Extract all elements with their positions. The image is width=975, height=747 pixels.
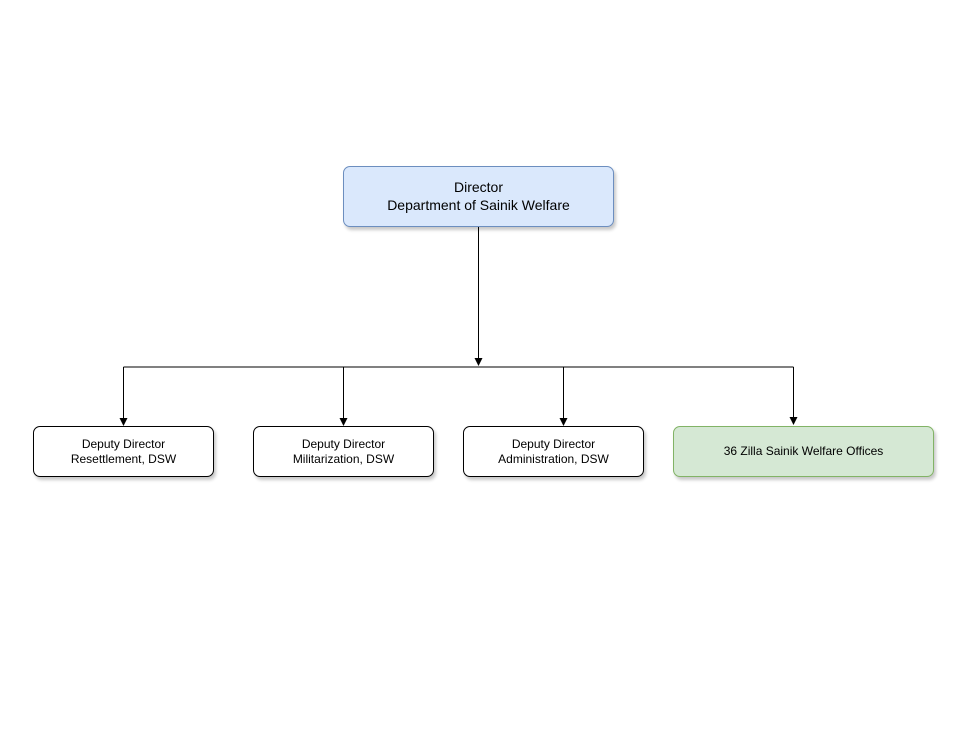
node-subtitle: Resettlement, DSW — [70, 451, 177, 466]
node-subtitle: Militarization, DSW — [292, 451, 395, 466]
zilla-sainik-welfare-offices-node[interactable]: 36 Zilla Sainik Welfare Offices — [673, 426, 934, 477]
node-title: Deputy Director — [81, 436, 166, 451]
node-title: Deputy Director — [511, 436, 596, 451]
director-department: Department of Sainik Welfare — [387, 196, 570, 213]
node-subtitle: Administration, DSW — [498, 451, 609, 466]
deputy-director-militarization-node[interactable]: Deputy Director Militarization, DSW — [253, 426, 434, 477]
deputy-director-administration-node[interactable]: Deputy Director Administration, DSW — [463, 426, 644, 477]
node-title: 36 Zilla Sainik Welfare Offices — [723, 444, 884, 459]
director-node[interactable]: Director Department of Sainik Welfare — [343, 166, 614, 227]
deputy-director-resettlement-node[interactable]: Deputy Director Resettlement, DSW — [33, 426, 214, 477]
director-title: Director — [453, 179, 503, 195]
node-title: Deputy Director — [301, 436, 386, 451]
